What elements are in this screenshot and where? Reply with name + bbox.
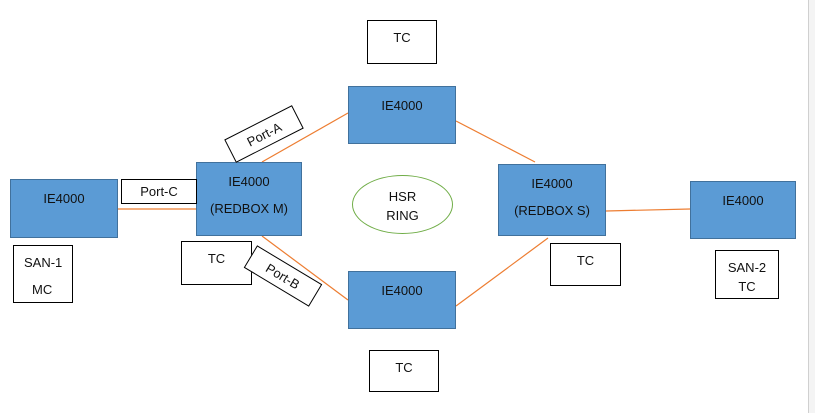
page-edge <box>808 0 815 413</box>
node-sublabel: (REDBOX M) <box>210 201 288 216</box>
link-redbox-m-to-bottom <box>261 235 349 301</box>
san2-line2: TC <box>738 279 756 294</box>
node-label: IE4000 <box>228 174 270 189</box>
node-label: IE4000 <box>381 283 423 298</box>
san1-line1: SAN-1 <box>24 255 63 270</box>
node-label: IE4000 <box>531 176 573 191</box>
san2-box: SAN-2 TC <box>715 250 779 299</box>
ie4000-redbox-s-node: IE4000 (REDBOX S) <box>498 164 606 236</box>
ie4000-redbox-m-node: IE4000 (REDBOX M) <box>196 162 302 236</box>
port-c-label: Port-C <box>121 179 197 204</box>
node-sublabel: (REDBOX S) <box>514 203 590 218</box>
link-redbox-s-to-right <box>605 208 691 212</box>
hsr-ring-ellipse: HSR RING <box>352 175 453 234</box>
ie4000-bottom-node: IE4000 <box>348 271 456 329</box>
box-label: TC <box>576 253 595 268</box>
ring-label-line1: HSR <box>388 189 417 204</box>
box-label: TC <box>207 251 226 266</box>
link-redbox-m-to-top <box>261 112 349 163</box>
node-label: IE4000 <box>722 193 764 208</box>
tc-redbox-s-box: TC <box>550 243 621 286</box>
box-label: TC <box>393 30 411 45</box>
link-top-to-redbox-s <box>455 120 536 163</box>
box-label: TC <box>395 360 413 375</box>
ring-label-line2: RING <box>386 208 419 223</box>
ie4000-top-node: IE4000 <box>348 86 456 144</box>
ie4000-right-node: IE4000 <box>690 181 796 239</box>
ie4000-left-node: IE4000 <box>10 179 118 238</box>
node-label: IE4000 <box>43 191 85 206</box>
port-c-text: Port-C <box>140 184 178 199</box>
tc-bottom-box: TC <box>369 350 439 392</box>
san1-line2: MC <box>32 282 53 297</box>
tc-top-box: TC <box>367 20 437 64</box>
san1-box: SAN-1 MC <box>13 245 73 303</box>
node-label: IE4000 <box>381 98 423 113</box>
san2-line1: SAN-2 <box>727 260 767 275</box>
tc-redbox-m-box: TC <box>181 241 252 285</box>
link-bottom-to-redbox-s <box>455 237 549 307</box>
